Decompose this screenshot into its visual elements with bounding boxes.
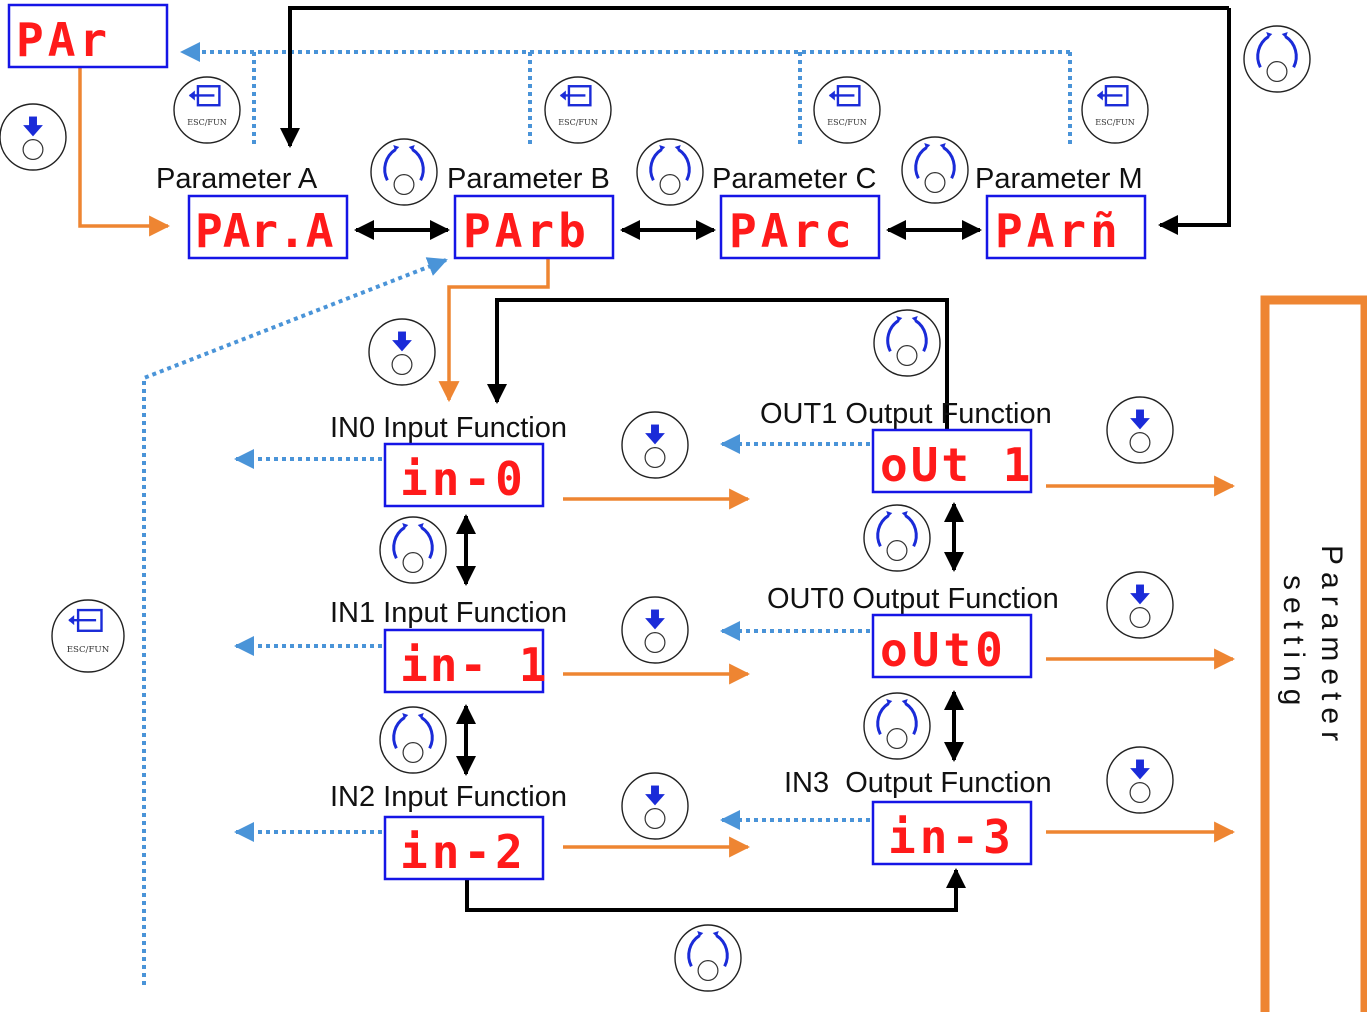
- parameter-b-label: Parameter B: [447, 163, 610, 195]
- cycle-path-top: [280, 6, 1229, 148]
- rotary-knob-icon[interactable]: [379, 706, 447, 774]
- display-parameter-a-text: PAr.A: [195, 204, 333, 258]
- rotary-knob-icon[interactable]: [370, 138, 438, 206]
- display-out1-text: oUt 1: [880, 438, 1033, 492]
- enter-path-parb: [438, 258, 550, 403]
- down-arrow-knob-icon[interactable]: [621, 772, 689, 840]
- esc-fun-label: ESC/FUN: [187, 118, 226, 127]
- down-arrow-knob-icon[interactable]: [1106, 396, 1174, 464]
- rotary-knob-icon[interactable]: [863, 504, 931, 572]
- display-par: PAr: [7, 3, 169, 69]
- display-in1[interactable]: in- 1: [383, 628, 548, 694]
- display-parameter-a[interactable]: PAr.A: [187, 194, 349, 260]
- parameter-a-label: Parameter A: [156, 163, 318, 195]
- down-arrow-knob-icon[interactable]: [1106, 746, 1174, 814]
- out0-label: OUT0 Output Function: [767, 583, 1059, 615]
- esc-fun-icon[interactable]: ESC/FUN: [1081, 76, 1149, 144]
- esc-fun-label: ESC/FUN: [1095, 118, 1134, 127]
- parameter-c-label: Parameter C: [712, 163, 876, 195]
- rotary-knob-icon[interactable]: [674, 924, 742, 992]
- display-out0-text: oUt0: [880, 623, 1007, 677]
- display-in2-text: in-2: [400, 825, 527, 879]
- display-parameter-b-text: PArb: [463, 204, 590, 258]
- rotary-knob-icon[interactable]: [1243, 25, 1311, 93]
- display-out0[interactable]: oUt0: [871, 613, 1033, 679]
- cycle-path-in2-in3: [465, 868, 966, 912]
- display-in3[interactable]: in-3: [871, 800, 1033, 866]
- display-in0-text: in-0: [400, 452, 527, 506]
- esc-fun-icon[interactable]: ESC/FUN: [51, 599, 125, 673]
- display-parameter-m-text: PArñ: [995, 204, 1122, 258]
- display-out1[interactable]: oUt 1: [871, 428, 1033, 494]
- esc-fun-label: ESC/FUN: [67, 645, 110, 655]
- down-arrow-knob-icon[interactable]: [621, 596, 689, 664]
- parameter-setting-panel: Parameter setting: [1260, 295, 1367, 1012]
- setting-label-line1: Parameter: [1315, 545, 1348, 748]
- display-in0[interactable]: in-0: [383, 442, 545, 508]
- rotary-knob-icon[interactable]: [636, 138, 704, 206]
- out1-label: OUT1 Output Function: [760, 398, 1052, 430]
- esc-fun-label: ESC/FUN: [827, 118, 866, 127]
- esc-fun-icon[interactable]: ESC/FUN: [544, 76, 612, 144]
- display-parameter-c-text: PArc: [729, 204, 856, 258]
- return-path-left: [142, 257, 448, 985]
- display-parameter-m[interactable]: PArñ: [985, 194, 1147, 260]
- esc-fun-icon[interactable]: ESC/FUN: [813, 76, 881, 144]
- enter-path-par: [78, 68, 171, 237]
- display-in1-text: in- 1: [400, 638, 548, 692]
- esc-fun-icon[interactable]: ESC/FUN: [173, 76, 241, 144]
- in2-label: IN2 Input Function: [330, 781, 567, 813]
- esc-fun-label: ESC/FUN: [558, 118, 597, 127]
- rotary-knob-icon[interactable]: [873, 309, 941, 377]
- down-arrow-knob-icon[interactable]: [621, 411, 689, 479]
- display-in3-text: in-3: [888, 810, 1015, 864]
- in0-label: IN0 Input Function: [330, 412, 567, 444]
- down-arrow-knob-icon[interactable]: [368, 318, 436, 386]
- rotary-knob-icon[interactable]: [901, 136, 969, 204]
- in1-label: IN1 Input Function: [330, 597, 567, 629]
- parameter-m-label: Parameter M: [975, 163, 1143, 195]
- rotary-knob-icon[interactable]: [863, 692, 931, 760]
- down-arrow-knob-icon[interactable]: [0, 103, 67, 171]
- display-parameter-c[interactable]: PArc: [719, 194, 881, 260]
- rotary-knob-icon[interactable]: [379, 516, 447, 584]
- down-arrow-knob-icon[interactable]: [1106, 571, 1174, 639]
- display-par-text: PAr: [16, 13, 111, 67]
- display-in2[interactable]: in-2: [383, 815, 545, 881]
- setting-label-line2: setting: [1277, 575, 1310, 712]
- in3-label: IN3 Output Function: [784, 767, 1052, 799]
- cycle-path-out1-in0: [487, 298, 949, 430]
- display-parameter-b[interactable]: PArb: [453, 194, 615, 260]
